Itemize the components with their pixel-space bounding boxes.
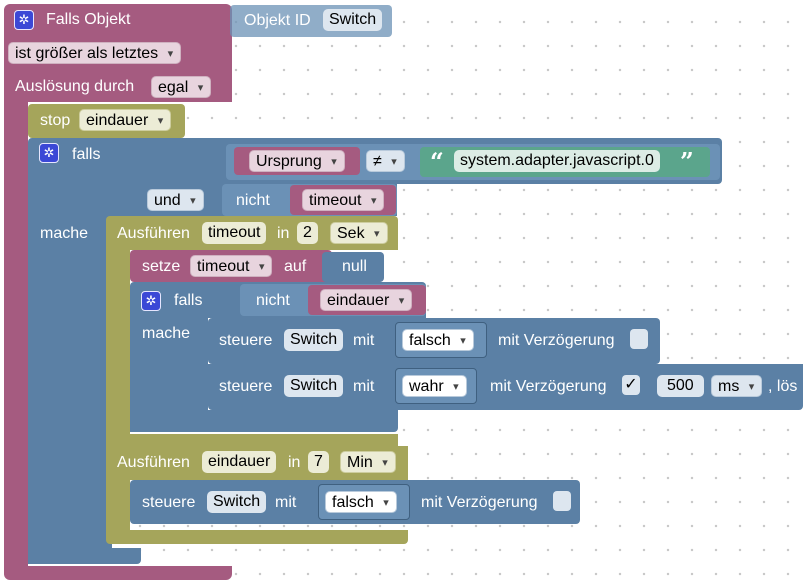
delay-amount-field[interactable]: 500 bbox=[657, 375, 704, 397]
exec-in-label: in bbox=[288, 454, 301, 471]
control-delay-label: mit Verzögerung bbox=[421, 494, 538, 511]
control-with-label: mit bbox=[353, 378, 375, 395]
object-id-field[interactable]: Switch bbox=[323, 9, 383, 31]
exec-unit-dropdown[interactable]: Min bbox=[340, 451, 396, 474]
if-label: falls bbox=[72, 146, 101, 163]
null-block[interactable] bbox=[322, 252, 384, 282]
gear-icon[interactable]: ✲ bbox=[14, 10, 34, 30]
and-dropdown[interactable]: und bbox=[147, 189, 204, 212]
stop-dropdown[interactable]: eindauer bbox=[79, 109, 172, 132]
if2-block-bottom bbox=[130, 410, 398, 432]
exec-amount-field[interactable]: 7 bbox=[308, 451, 329, 473]
condition-dropdown[interactable]: ist größer als letztes bbox=[8, 42, 182, 65]
exec-label: Ausführen bbox=[117, 454, 190, 471]
stop-label: stop bbox=[40, 112, 71, 129]
control-delay-label: mit Verzögerung bbox=[498, 332, 615, 349]
timeout-var-dropdown[interactable]: timeout bbox=[302, 189, 385, 212]
control-object-field[interactable]: Switch bbox=[284, 375, 344, 397]
string-field[interactable]: system.adapter.javascript.0 bbox=[454, 150, 660, 172]
control-value-dropdown[interactable]: falsch bbox=[402, 329, 474, 352]
exec-amount-field[interactable]: 2 bbox=[297, 222, 318, 244]
delay-unit-dropdown[interactable]: ms bbox=[711, 375, 763, 398]
exec-unit-dropdown[interactable]: Sek bbox=[330, 222, 388, 245]
exec-name-dropdown[interactable]: eindauer bbox=[202, 451, 277, 473]
exec-name-dropdown[interactable]: timeout bbox=[202, 222, 267, 244]
control-with-label: mit bbox=[275, 494, 297, 511]
not-label: nicht bbox=[236, 192, 270, 209]
timeout-exec-bottom bbox=[106, 434, 398, 446]
quote-open-icon: “ bbox=[430, 147, 444, 176]
trigger-block-bottom bbox=[4, 566, 232, 580]
if-block-bottom bbox=[28, 548, 141, 564]
duration-exec-bottom bbox=[106, 530, 408, 544]
set-label: setze bbox=[142, 258, 181, 275]
delay-checkbox[interactable]: ✓ bbox=[622, 375, 640, 395]
then-label: mache bbox=[40, 225, 89, 242]
if2-not-label: nicht bbox=[256, 292, 290, 309]
operator-dropdown[interactable]: ≠ bbox=[366, 150, 405, 173]
origin-dropdown[interactable]: Ursprung bbox=[249, 150, 345, 173]
control-label: steuere bbox=[219, 378, 273, 395]
delay-checkbox[interactable] bbox=[553, 491, 571, 511]
delay-checkbox[interactable] bbox=[630, 329, 648, 349]
control-value-dropdown[interactable]: falsch bbox=[325, 491, 397, 514]
duration-exec-spine bbox=[106, 478, 130, 534]
object-id-label: Objekt ID bbox=[244, 12, 311, 29]
gear-icon[interactable]: ✲ bbox=[141, 291, 161, 311]
exec-in-label: in bbox=[277, 225, 290, 242]
trigger-block-spine bbox=[4, 98, 28, 568]
null-label: null bbox=[342, 258, 367, 275]
gear-icon[interactable]: ✲ bbox=[39, 143, 59, 163]
if2-label: falls bbox=[174, 292, 203, 309]
control-delay-label: mit Verzögerung bbox=[490, 378, 607, 395]
control-object-field[interactable]: Switch bbox=[284, 329, 344, 351]
set-to-label: auf bbox=[284, 258, 307, 275]
trigger-title: Falls Objekt bbox=[46, 11, 131, 28]
control-value-dropdown[interactable]: wahr bbox=[402, 375, 467, 398]
control-label: steuere bbox=[142, 494, 196, 511]
set-var-dropdown[interactable]: timeout bbox=[190, 255, 273, 278]
trigger-source-dropdown[interactable]: egal bbox=[151, 76, 212, 99]
quote-close-icon: ” bbox=[680, 147, 694, 176]
control-tail-label: , lös bbox=[768, 378, 798, 395]
control-object-field[interactable]: Switch bbox=[207, 491, 267, 513]
exec-label: Ausführen bbox=[117, 225, 190, 242]
if2-then-label: mache bbox=[142, 325, 191, 342]
if-block-spine bbox=[28, 216, 112, 564]
if2-var-dropdown[interactable]: eindauer bbox=[320, 289, 413, 312]
control-label: steuere bbox=[219, 332, 273, 349]
timeout-exec-spine bbox=[106, 248, 130, 438]
trigger-source-label: Auslösung durch bbox=[15, 78, 135, 95]
control-with-label: mit bbox=[353, 332, 375, 349]
